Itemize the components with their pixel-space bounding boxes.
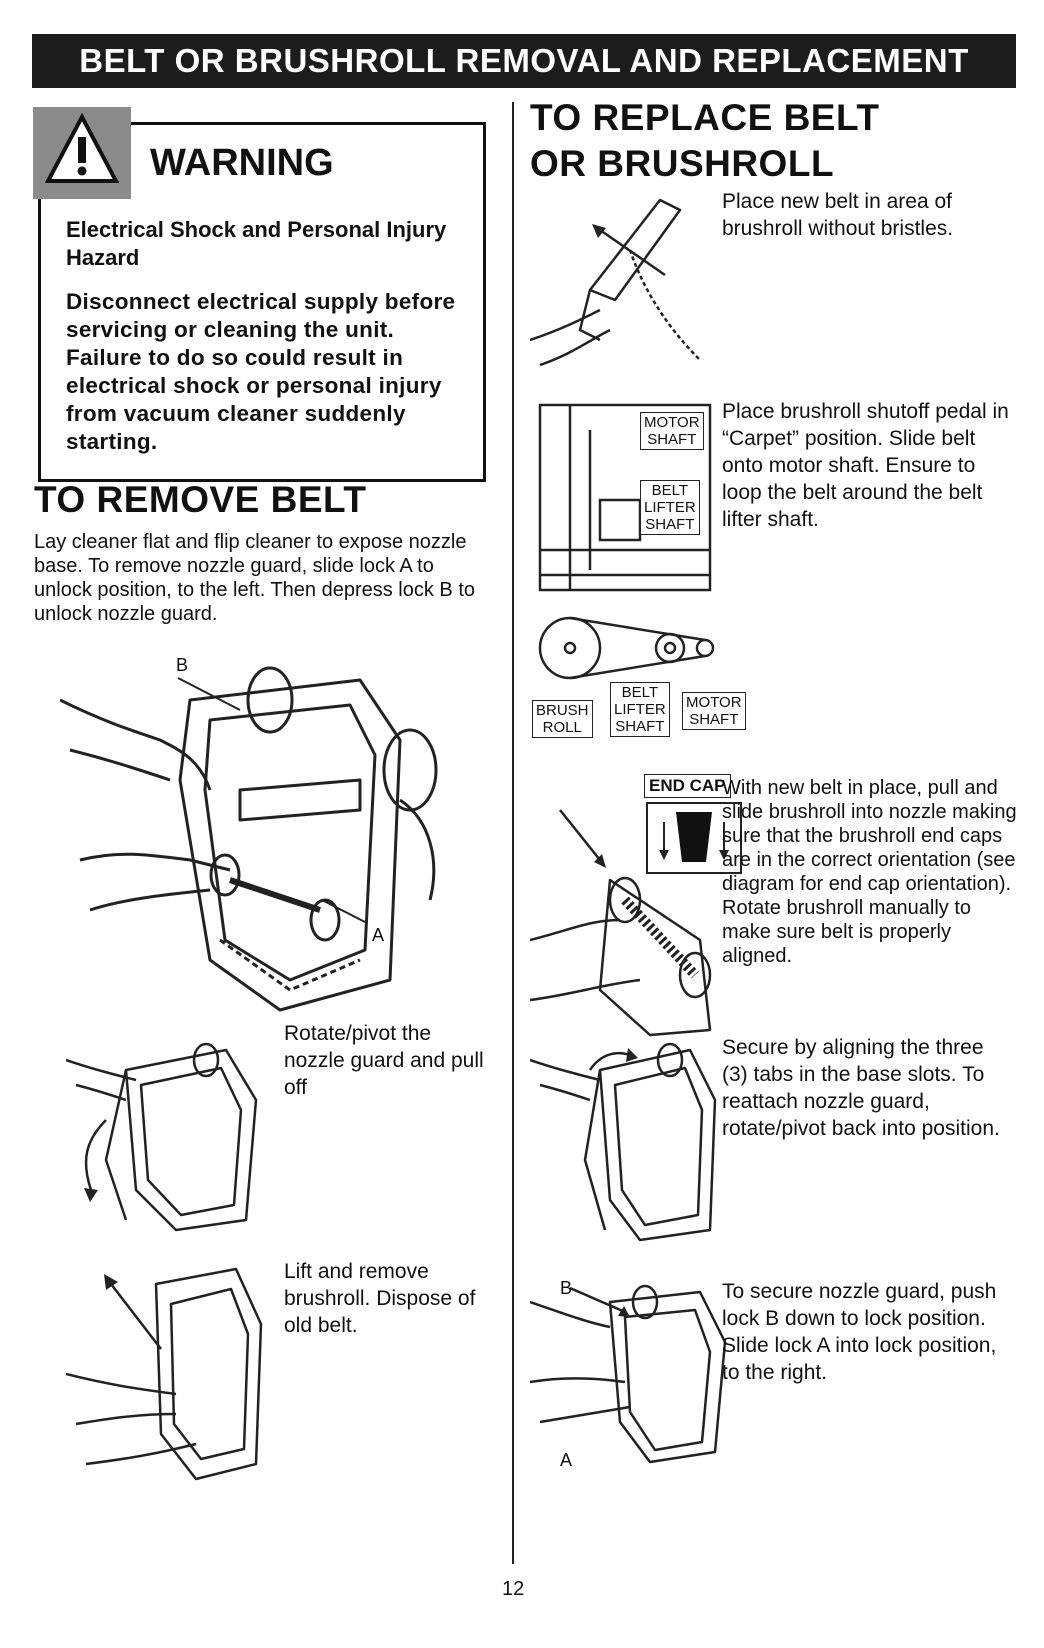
rotate-nozzle-guard-illustration bbox=[66, 1040, 276, 1240]
remove-belt-intro: Lay cleaner flat and flip cleaner to exp… bbox=[34, 531, 475, 625]
replace-step-1-text: Place new belt in area of brushroll with… bbox=[722, 190, 954, 240]
warning-icon-panel bbox=[33, 107, 131, 199]
replace-step-2-text: Place brushroll shutoff pedal in “Carpet… bbox=[722, 400, 1009, 531]
brush-roll-label: BRUSH ROLL bbox=[532, 700, 593, 738]
lock-a-label: A bbox=[372, 925, 385, 945]
remove-step-3-text: Lift and remove brushroll. Dispose of ol… bbox=[284, 1260, 476, 1337]
belt-lifter-shaft-diagram-label: BELT LIFTER SHAFT bbox=[610, 682, 670, 737]
warning-subtitle: Electrical Shock and Personal Injury Haz… bbox=[66, 217, 447, 270]
secure-locks-illustration bbox=[530, 1282, 730, 1472]
replace-heading-line-2: OR BRUSHROLL bbox=[530, 143, 835, 184]
section-banner: BELT OR BRUSHROLL REMOVAL AND REPLACEMEN… bbox=[32, 34, 1016, 88]
lock-b-label: B bbox=[176, 655, 189, 675]
motor-shaft-illustration bbox=[530, 400, 720, 600]
end-cap-diagram bbox=[646, 802, 742, 874]
lift-brushroll-illustration bbox=[66, 1264, 276, 1484]
place-belt-illustration bbox=[530, 190, 720, 380]
lock-b-secure-label: B bbox=[560, 1278, 573, 1298]
belt-routing-diagram bbox=[530, 608, 730, 688]
reattach-nozzle-guard-illustration bbox=[530, 1040, 720, 1250]
warning-triangle-icon bbox=[45, 113, 119, 183]
remove-step-2-text: Rotate/pivot the nozzle guard and pull o… bbox=[284, 1022, 484, 1099]
install-brushroll-illustration bbox=[530, 800, 730, 1040]
warning-box bbox=[38, 122, 486, 482]
replace-step-4-text: Secure by aligning the three (3) tabs in… bbox=[722, 1036, 1000, 1140]
end-cap-label: END CAP bbox=[644, 774, 731, 798]
warning-body: Disconnect electrical supply before serv… bbox=[66, 289, 456, 454]
replace-heading-line-1: TO REPLACE BELT bbox=[530, 97, 880, 138]
warning-title: WARNING bbox=[150, 142, 334, 184]
belt-lifter-shaft-label: BELT LIFTER SHAFT bbox=[640, 480, 700, 535]
replace-step-5-text: To secure nozzle guard, push lock B down… bbox=[722, 1280, 997, 1384]
nozzle-base-illustration bbox=[60, 660, 440, 1020]
lock-a-secure-label: A bbox=[560, 1450, 573, 1470]
motor-shaft-label: MOTOR SHAFT bbox=[640, 412, 704, 450]
remove-belt-heading: TO REMOVE BELT bbox=[34, 479, 367, 520]
page-number: 12 bbox=[502, 1578, 525, 1600]
column-divider bbox=[512, 102, 514, 1564]
motor-shaft-diagram-label: MOTOR SHAFT bbox=[682, 692, 746, 730]
replace-step-3-text: With new belt in place, pull and slide b… bbox=[722, 777, 1017, 967]
